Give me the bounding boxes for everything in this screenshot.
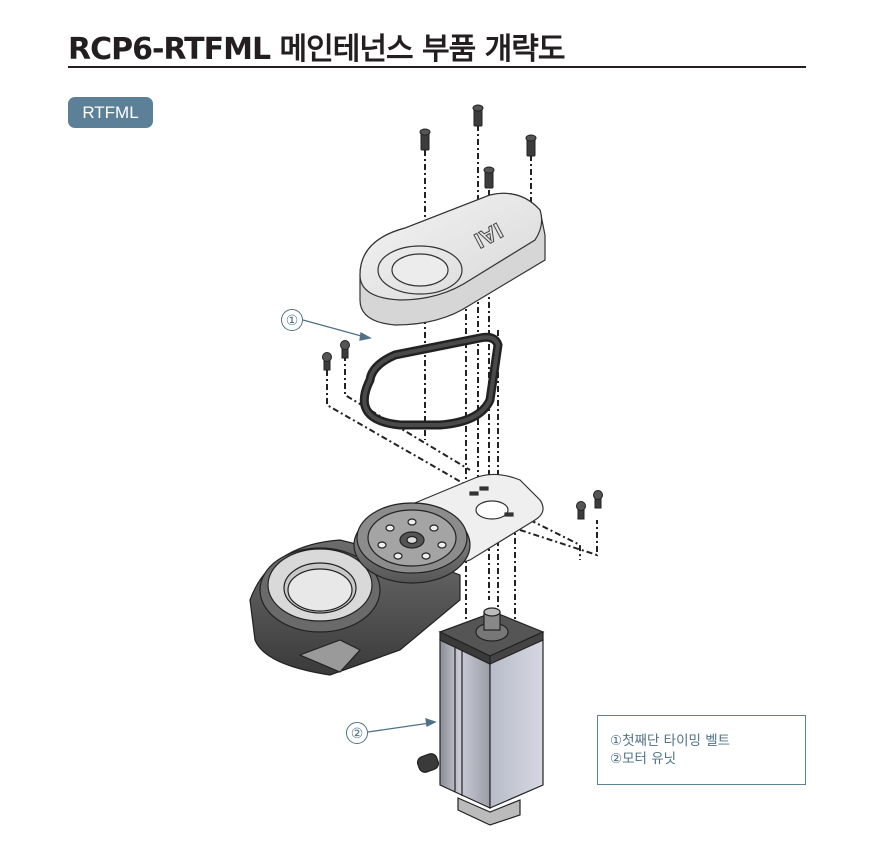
- callout-1: ①: [281, 309, 303, 331]
- motor-unit: [416, 607, 545, 826]
- parts-legend: ①첫째단 타이밍 벨트 ②모터 유닛: [597, 715, 806, 785]
- title-divider: [68, 66, 806, 68]
- timing-belt: [359, 332, 503, 430]
- top-cover: IAI: [359, 192, 546, 326]
- rotary-housing: [249, 539, 461, 676]
- pulley: [353, 502, 471, 584]
- cover-screws: [419, 104, 537, 189]
- legend-item-timing-belt: ①첫째단 타이밍 벨트: [610, 733, 731, 749]
- legend-item-motor-unit: ②모터 유닛: [610, 751, 677, 767]
- callout-2: ②: [346, 722, 368, 744]
- callout-arrows: [302, 319, 437, 733]
- plate-screws: [322, 340, 603, 520]
- page-title: RCP6-RTFML 메인테넌스 부품 개략도: [68, 32, 565, 67]
- model-badge: RTFML: [68, 97, 153, 128]
